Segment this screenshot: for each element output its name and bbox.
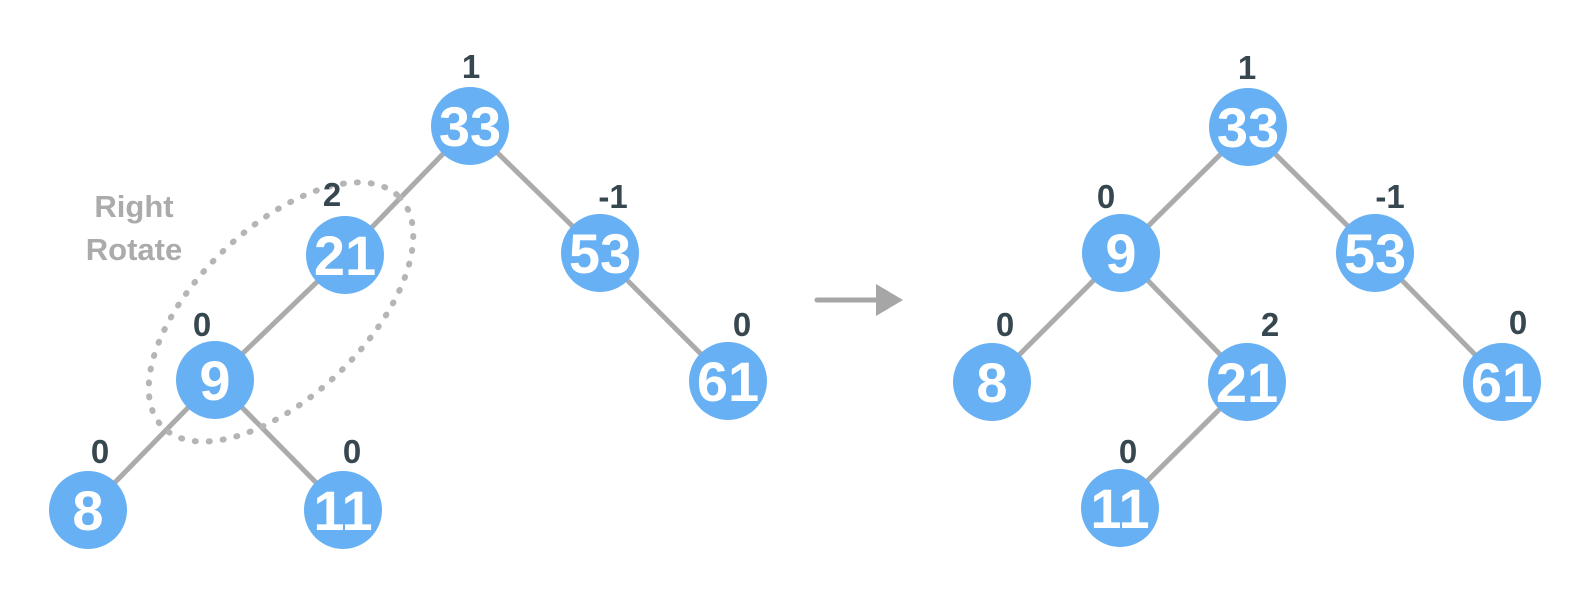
after-node-8: 8 0 <box>953 306 1031 421</box>
balance-factor: 0 <box>996 306 1014 343</box>
arrow-icon <box>814 284 903 316</box>
node-value: 8 <box>72 479 103 542</box>
node-value: 9 <box>1105 222 1136 285</box>
node-circle <box>689 342 767 420</box>
node-value: 53 <box>1344 222 1406 285</box>
before-node-53: 53 -1 <box>561 178 639 292</box>
balance-factor: 1 <box>462 48 480 85</box>
rotation-label: Right Rotate <box>86 189 182 267</box>
balance-factor: -1 <box>1375 178 1404 215</box>
before-node-9: 9 0 <box>176 306 254 419</box>
node-circle <box>1336 214 1414 292</box>
after-tree: 33 1 9 0 53 -1 8 0 21 2 61 0 <box>953 49 1541 547</box>
node-value: 61 <box>1471 351 1533 414</box>
node-circle <box>306 216 384 294</box>
node-value: 11 <box>313 479 372 542</box>
node-circle <box>49 471 127 549</box>
balance-factor: 0 <box>343 433 361 470</box>
node-value: 11 <box>1090 477 1149 540</box>
after-node-33: 33 1 <box>1209 49 1287 166</box>
node-circle <box>304 471 382 549</box>
before-node-8: 8 0 <box>49 433 127 549</box>
node-circle <box>561 214 639 292</box>
before-node-33: 33 1 <box>431 48 509 165</box>
node-value: 9 <box>199 349 230 412</box>
after-node-53: 53 -1 <box>1336 178 1414 292</box>
rotation-label-line2: Rotate <box>86 232 182 267</box>
node-value: 8 <box>976 351 1007 414</box>
arrow-head <box>876 284 903 316</box>
after-node-61: 61 0 <box>1463 304 1541 421</box>
after-node-9: 9 0 <box>1082 178 1160 292</box>
node-value: 33 <box>439 95 501 158</box>
rotation-label-line1: Right <box>94 189 173 224</box>
before-node-21: 21 2 <box>306 176 384 294</box>
node-circle <box>1081 469 1159 547</box>
balance-factor: 0 <box>91 433 109 470</box>
balance-factor: 2 <box>323 176 341 213</box>
node-circle <box>1209 88 1287 166</box>
node-circle <box>1208 343 1286 421</box>
node-value: 53 <box>569 222 631 285</box>
node-circle <box>431 87 509 165</box>
balance-factor: 0 <box>1119 433 1137 470</box>
node-value: 21 <box>1216 351 1278 414</box>
balance-factor: 1 <box>1238 49 1256 86</box>
after-node-21: 21 2 <box>1208 306 1286 421</box>
node-circle <box>1463 343 1541 421</box>
balance-factor: -1 <box>598 178 627 215</box>
node-value: 61 <box>697 350 759 413</box>
before-node-61: 61 0 <box>689 306 767 420</box>
rotation-highlight-ellipse <box>145 179 417 445</box>
balance-factor: 0 <box>193 306 211 343</box>
before-tree: Right Rotate 33 1 21 2 53 -1 9 0 61 0 <box>49 48 767 549</box>
before-node-11: 11 0 <box>304 433 382 549</box>
node-value: 33 <box>1217 96 1279 159</box>
balance-factor: 0 <box>1509 304 1527 341</box>
node-circle <box>1082 214 1160 292</box>
after-node-11: 11 0 <box>1081 433 1159 547</box>
balance-factor: 2 <box>1261 306 1279 343</box>
balance-factor: 0 <box>1097 178 1115 215</box>
node-value: 21 <box>314 224 376 287</box>
balance-factor: 0 <box>733 306 751 343</box>
node-circle <box>953 343 1031 421</box>
node-circle <box>176 341 254 419</box>
